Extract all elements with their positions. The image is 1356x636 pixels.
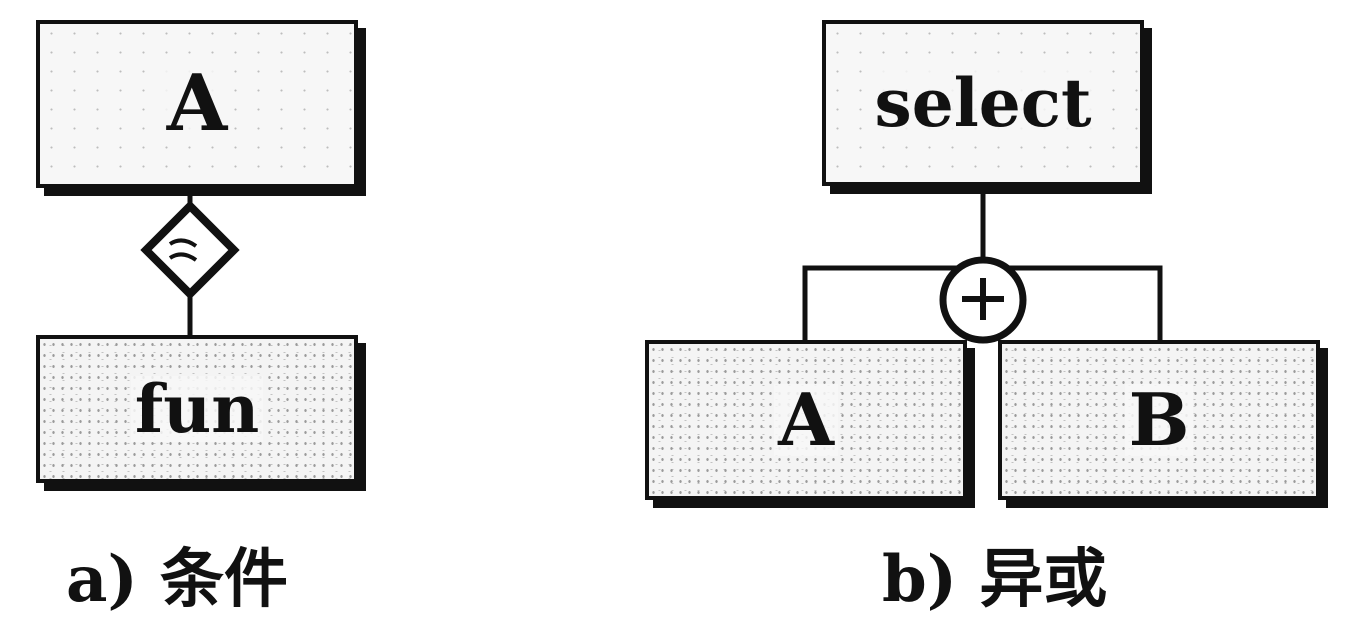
feature-label: B: [1124, 384, 1194, 456]
caption-b: b) 异或: [882, 542, 1108, 617]
feature-box-b-right: B: [998, 340, 1320, 500]
xor-circle-symbol: [939, 256, 1027, 344]
feature-label: A: [162, 65, 232, 143]
caption-a: a) 条件: [66, 542, 289, 617]
feature-label: A: [774, 384, 838, 456]
feature-box-b-left: A: [645, 340, 967, 500]
feature-label: fun: [130, 376, 264, 442]
feature-box-a-parent: A: [36, 20, 358, 188]
feature-box-fun: fun: [36, 335, 358, 483]
condition-diamond-symbol: [140, 200, 240, 300]
feature-label: select: [870, 70, 1096, 136]
feature-box-select: select: [822, 20, 1144, 186]
